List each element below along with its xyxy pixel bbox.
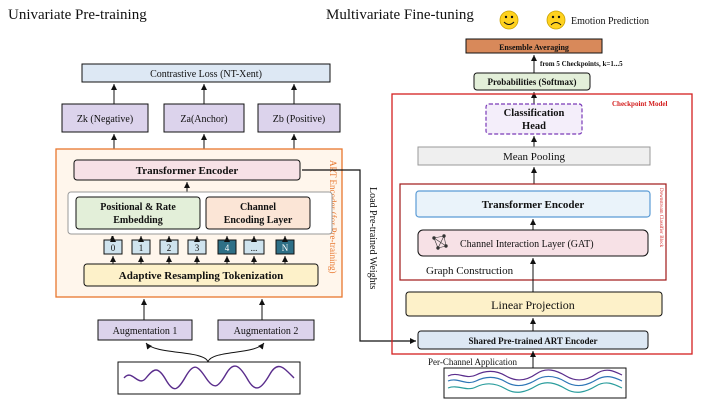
mean-pooling-box bbox=[417, 146, 651, 166]
token-ellipsis-label: ... bbox=[251, 243, 258, 253]
zb-positive-box bbox=[257, 103, 341, 133]
adaptive-resampling-box bbox=[83, 263, 319, 287]
token-row: 0 1 2 3 4 ... N bbox=[103, 236, 295, 255]
token-1-label: 1 bbox=[139, 243, 144, 253]
token-to-embedding-arrows bbox=[110, 236, 288, 242]
signal-channel-purple bbox=[447, 369, 623, 381]
zk-negative-box bbox=[61, 103, 149, 133]
load-weights-label: Load Pre-trained Weights bbox=[367, 187, 378, 289]
token-4-label: 4 bbox=[225, 243, 230, 253]
checkpoint-model-frame bbox=[391, 93, 693, 355]
sad-face-icon bbox=[546, 10, 566, 30]
token-0-label: 0 bbox=[111, 243, 116, 253]
gat-layer-label: Channel Interaction Layer (GAT) bbox=[460, 239, 594, 250]
ensemble-averaging-box bbox=[465, 38, 603, 54]
downstream-classifier-label: Downstream Classifier Block bbox=[658, 188, 663, 248]
per-channel-label: Per-Channel Application bbox=[428, 357, 518, 367]
positional-embedding-line2: Embedding bbox=[113, 215, 162, 226]
channel-encoding-line2: Encoding Layer bbox=[224, 215, 293, 226]
emotion-prediction-label: Emotion Prediction bbox=[571, 16, 649, 27]
probabilities-label: Probabilities (Softmax) bbox=[487, 77, 576, 87]
left-title: Univariate Pre-training bbox=[8, 7, 147, 23]
graph-network-icon bbox=[432, 234, 448, 250]
mean-pooling-label: Mean Pooling bbox=[503, 151, 566, 163]
augmentation-2-box bbox=[217, 319, 315, 341]
augmentation-2-label: Augmentation 2 bbox=[234, 326, 299, 337]
channel-encoding-line1: Channel bbox=[240, 202, 276, 213]
arrow-signal-to-aug1 bbox=[145, 342, 209, 363]
augmentation-1-box bbox=[97, 319, 193, 341]
token-3-label: 3 bbox=[195, 243, 200, 253]
input-signal-waveform bbox=[123, 365, 295, 390]
za-anchor-box bbox=[163, 103, 245, 133]
signal-channel-teal bbox=[447, 382, 623, 393]
contrastive-loss-label: Contrastive Loss (NT-Xent) bbox=[150, 69, 262, 80]
signal-channel-blue bbox=[447, 375, 623, 387]
classification-head-line2: Head bbox=[522, 121, 546, 132]
right-transformer-encoder-label: Transformer Encoder bbox=[482, 199, 585, 211]
linear-projection-label: Linear Projection bbox=[491, 298, 575, 312]
shared-encoder-label: Shared Pre-trained ART Encoder bbox=[469, 336, 598, 346]
zk-negative-label: Zk (Negative) bbox=[77, 114, 133, 125]
load-weights-arrow bbox=[302, 169, 416, 344]
za-anchor-label: Za(Anchor) bbox=[180, 114, 227, 125]
classification-head-line1: Classification bbox=[504, 108, 565, 119]
input-signal-box bbox=[117, 361, 301, 395]
checkpoint-model-label: Checkpoint Model bbox=[612, 100, 667, 108]
channel-encoding-box bbox=[205, 196, 311, 230]
checkpoints-label: from 5 Checkpoints, k=1...5 bbox=[540, 60, 623, 68]
left-transformer-encoder-box bbox=[73, 159, 301, 181]
positional-embedding-box bbox=[75, 196, 201, 230]
shared-encoder-box bbox=[417, 330, 649, 350]
happy-face-icon bbox=[499, 10, 519, 30]
token-2-label: 2 bbox=[167, 243, 172, 253]
adaptive-to-token-arrows bbox=[110, 256, 288, 264]
classification-head-box bbox=[485, 103, 583, 135]
arrow-signal-to-aug2 bbox=[207, 342, 265, 363]
zb-positive-label: Zb (Positive) bbox=[273, 114, 326, 125]
art-encoder-label: ART Encoder (for Pre-training) bbox=[328, 160, 338, 274]
token-n-label: N bbox=[282, 243, 289, 253]
right-title: Multivariate Fine-tuning bbox=[326, 7, 474, 23]
ensemble-averaging-label: Ensemble Averaging bbox=[499, 43, 569, 52]
contrastive-loss-box bbox=[81, 63, 331, 83]
graph-construction-label: Graph Construction bbox=[426, 265, 514, 277]
gat-layer-box bbox=[417, 229, 649, 257]
right-transformer-encoder-box bbox=[415, 190, 651, 218]
probabilities-box bbox=[473, 72, 591, 91]
multichannel-signal-box bbox=[443, 367, 627, 399]
augmentation-1-label: Augmentation 1 bbox=[113, 326, 178, 337]
linear-projection-box bbox=[405, 291, 663, 317]
adaptive-resampling-label: Adaptive Resampling Tokenization bbox=[119, 270, 283, 282]
positional-embedding-line1: Positional & Rate bbox=[100, 202, 176, 213]
left-transformer-encoder-label: Transformer Encoder bbox=[136, 165, 239, 177]
